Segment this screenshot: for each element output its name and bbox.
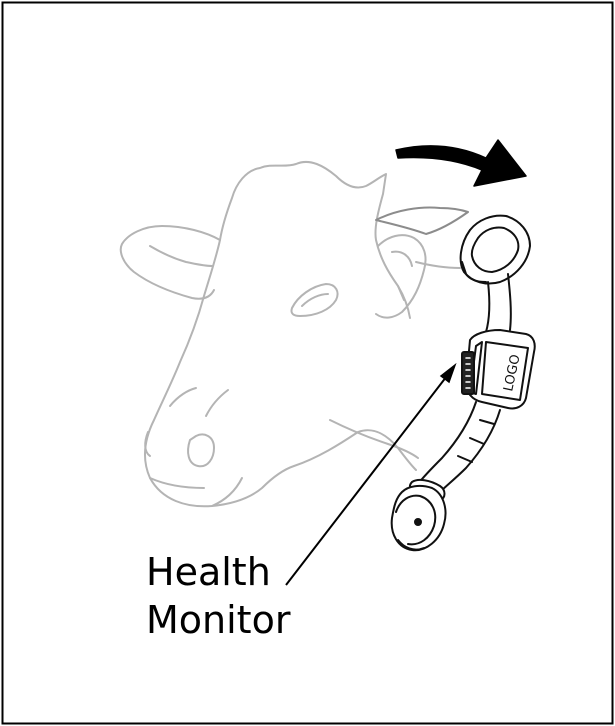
health-monitor-label: Health Monitor — [146, 548, 290, 644]
rotation-arrow-icon — [396, 140, 526, 186]
collar-icon: LOGO — [392, 216, 535, 551]
health-monitor-device: LOGO — [462, 330, 535, 409]
leader-line — [286, 372, 450, 585]
cow-head-illustration — [121, 162, 468, 506]
label-line-1: Health — [146, 548, 290, 596]
label-line-2: Monitor — [146, 596, 290, 644]
